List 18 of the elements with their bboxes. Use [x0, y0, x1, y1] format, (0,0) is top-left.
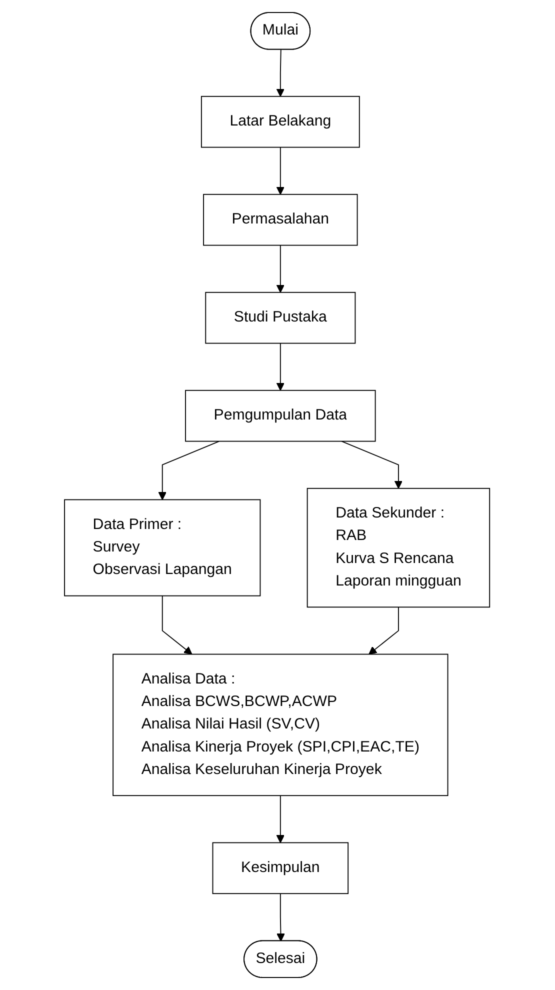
arrow	[276, 49, 285, 97]
arrow	[276, 244, 285, 293]
arrow	[276, 146, 285, 195]
arrow	[276, 342, 285, 391]
node-box: Pemgumpulan Data	[185, 390, 376, 442]
arrow	[158, 440, 220, 500]
arrow	[342, 440, 404, 489]
node-box: Latar Belakang	[201, 96, 360, 148]
arrow	[277, 893, 286, 942]
arrow	[276, 795, 285, 844]
node-box: Data Primer : Survey Observasi Lapangan	[64, 499, 262, 596]
node-box: Analisa Data : Analisa BCWS,BCWP,ACWP Analisa Nilai Hasil (SV,CV) Analisa Kinerja Proyek (SPI,CPI,EAC,TE) Analisa Keseluruhan Kinerja Proyek	[113, 654, 449, 796]
node-box: Permasalahan	[204, 194, 358, 246]
node-box: Data Sekunder : RAB Kurva S Rencana Laporan mingguan	[307, 488, 490, 608]
arrow	[162, 595, 193, 655]
node-box: Kesimpulan	[212, 842, 349, 894]
node-box: Studi Pustaka	[206, 292, 356, 344]
arrow	[369, 606, 400, 655]
